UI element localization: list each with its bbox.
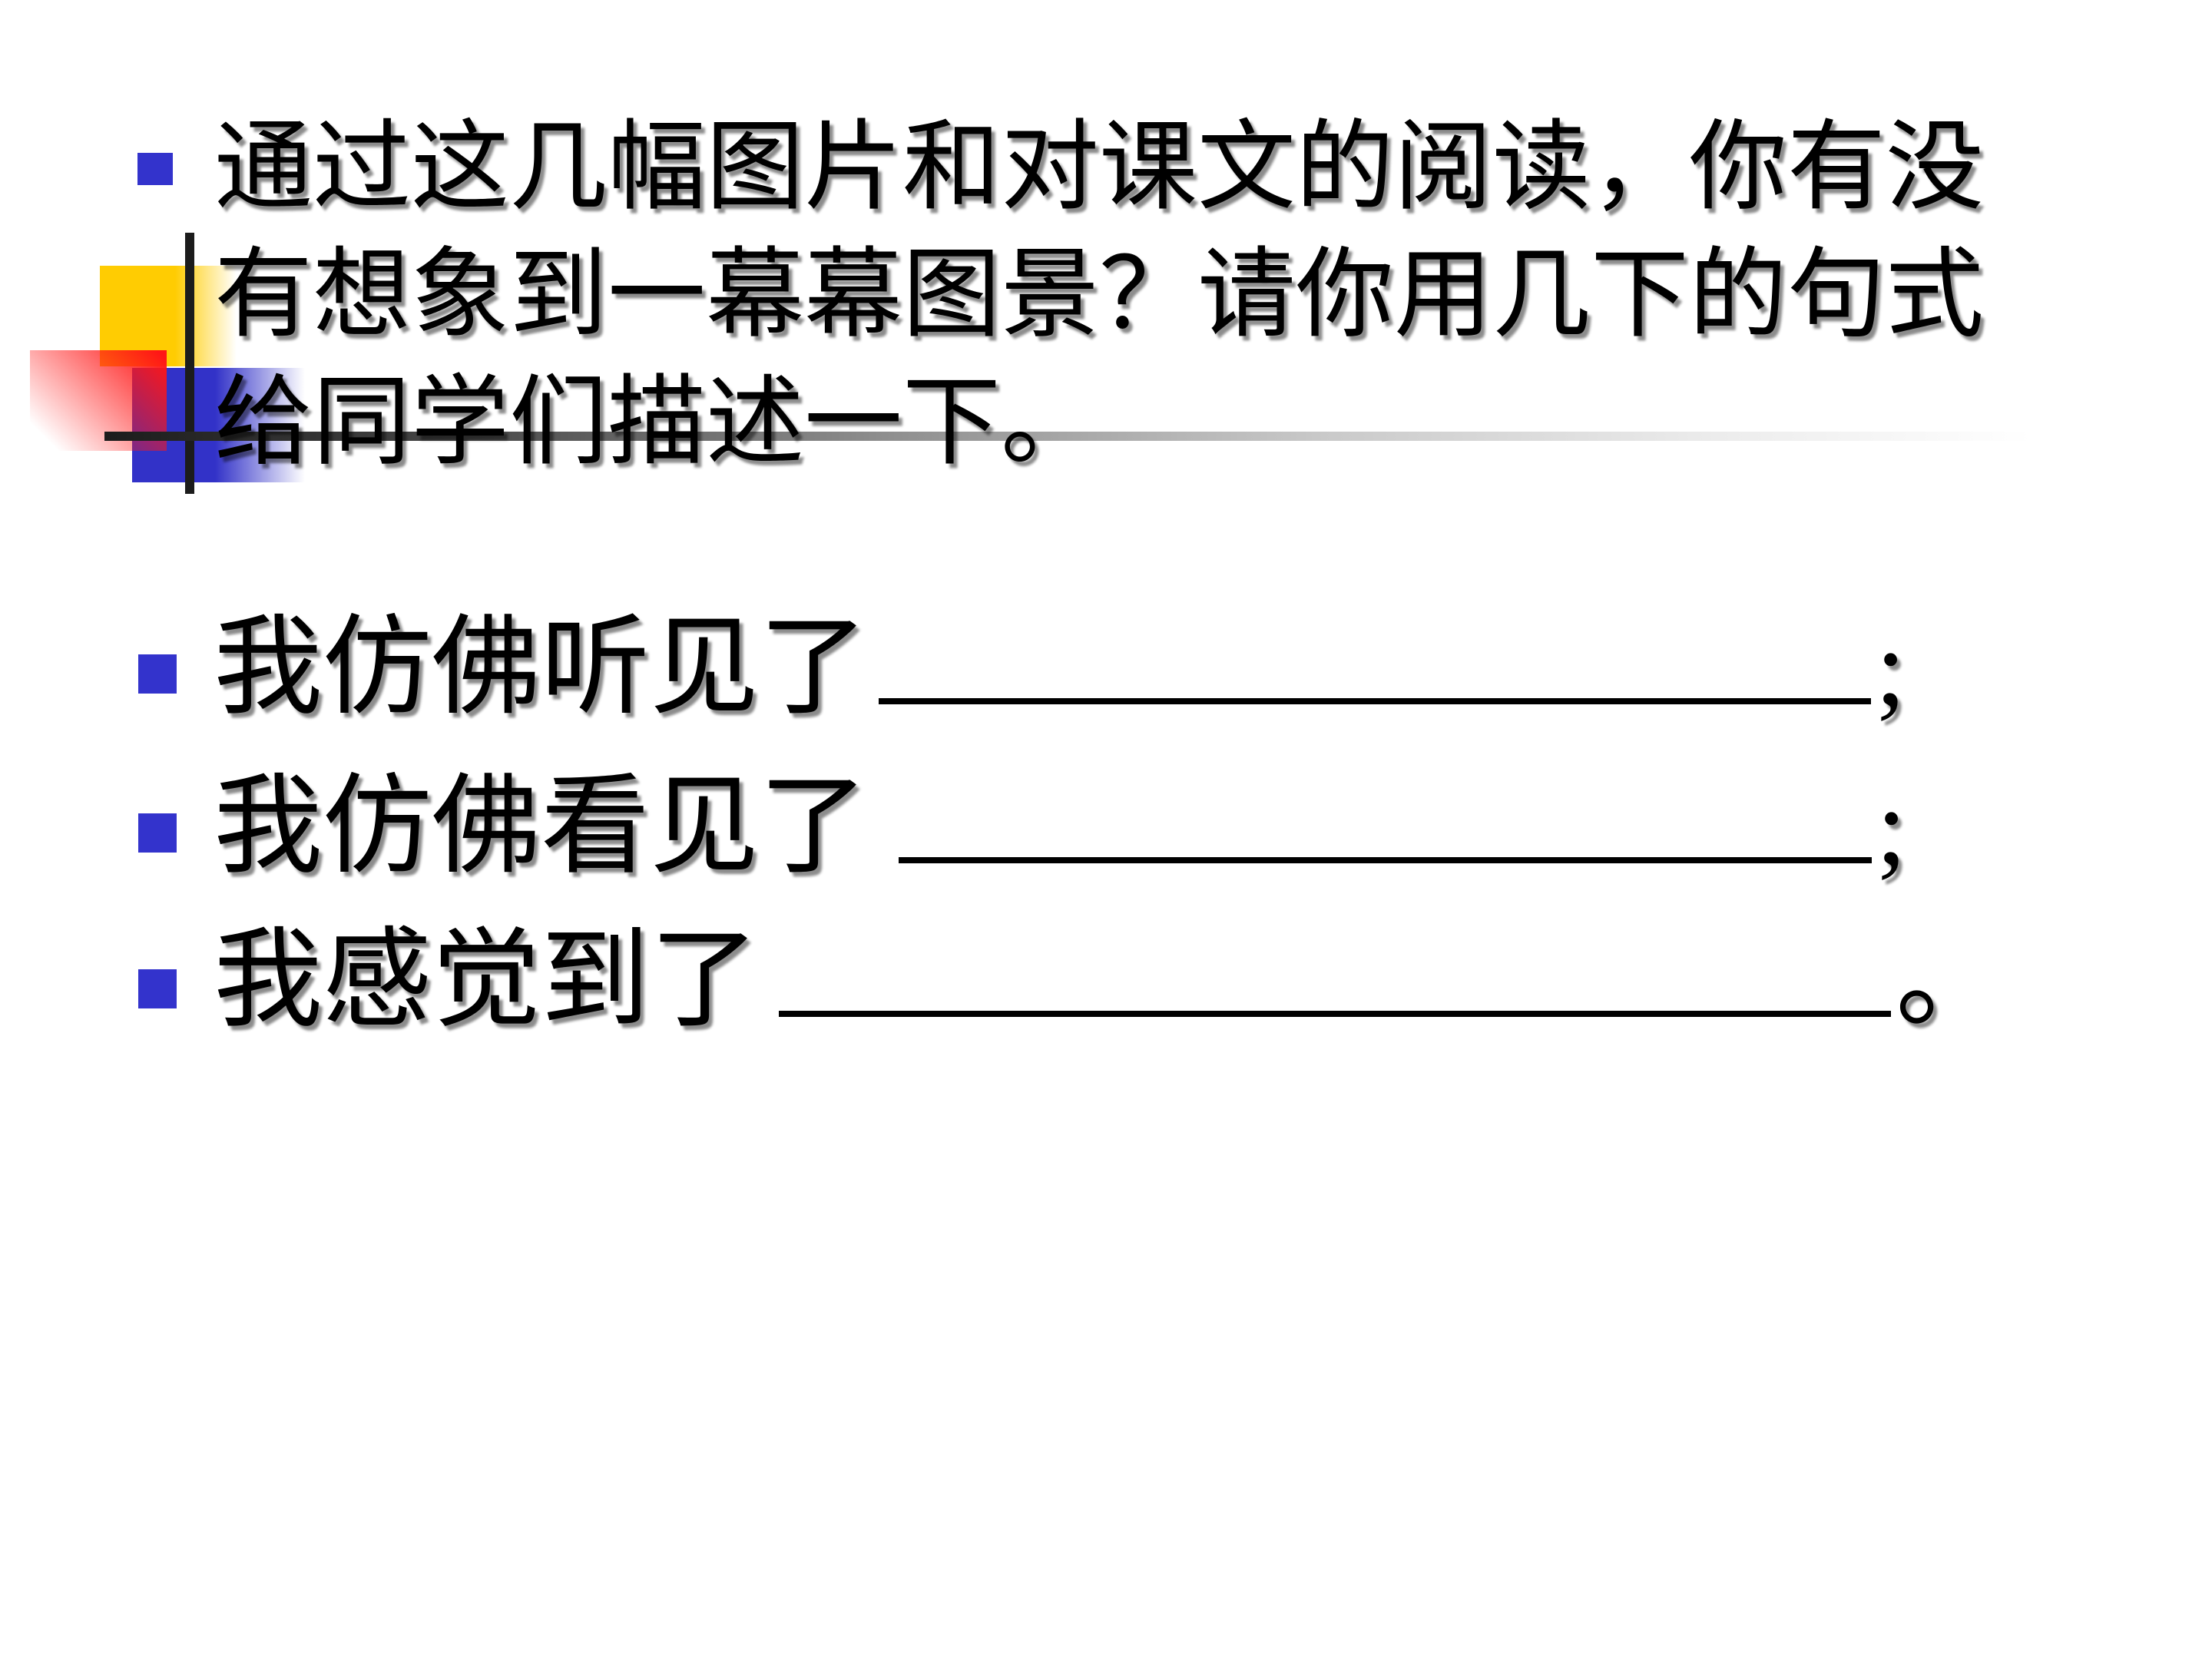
intro-paragraph: 通过这几幅图片和对课文的阅读，你有没 有想象到一幕幕图景？请你用几下的句式 给同…	[214, 104, 2073, 486]
bullet-square-icon	[137, 153, 173, 185]
item-prefix: 我仿佛看见了	[214, 766, 868, 887]
intro-line: 通过这几幅图片和对课文的阅读，你有没	[214, 113, 1985, 222]
fill-in-item: 我仿佛看见了;	[214, 769, 1906, 884]
item-prefix: 我感觉到了	[214, 919, 759, 1041]
bullet-square-icon	[138, 654, 177, 694]
intro-line: 有想象到一幕幕图景？请你用几下的句式	[214, 240, 1985, 349]
fill-in-blank-line	[899, 773, 1872, 863]
fill-in-blank-line	[879, 614, 1871, 704]
fill-in-item: 我感觉到了 。	[214, 922, 2005, 1038]
fill-in-item: 我仿佛听见了;	[214, 610, 1906, 725]
bullet-square-icon	[138, 813, 177, 853]
bullet-square-icon	[138, 969, 177, 1008]
item-punctuation: ;	[1876, 766, 1907, 887]
fill-in-blank-line	[779, 926, 1891, 1017]
decor-vertical-line	[185, 233, 194, 494]
item-punctuation: ;	[1876, 607, 1906, 728]
intro-line: 给同学们描述一下。	[214, 368, 1100, 477]
item-punctuation: 。	[1896, 919, 2005, 1041]
decor-yellow-square	[100, 266, 237, 366]
decor-horizontal-line	[104, 432, 2071, 441]
item-prefix: 我仿佛听见了	[214, 607, 868, 728]
